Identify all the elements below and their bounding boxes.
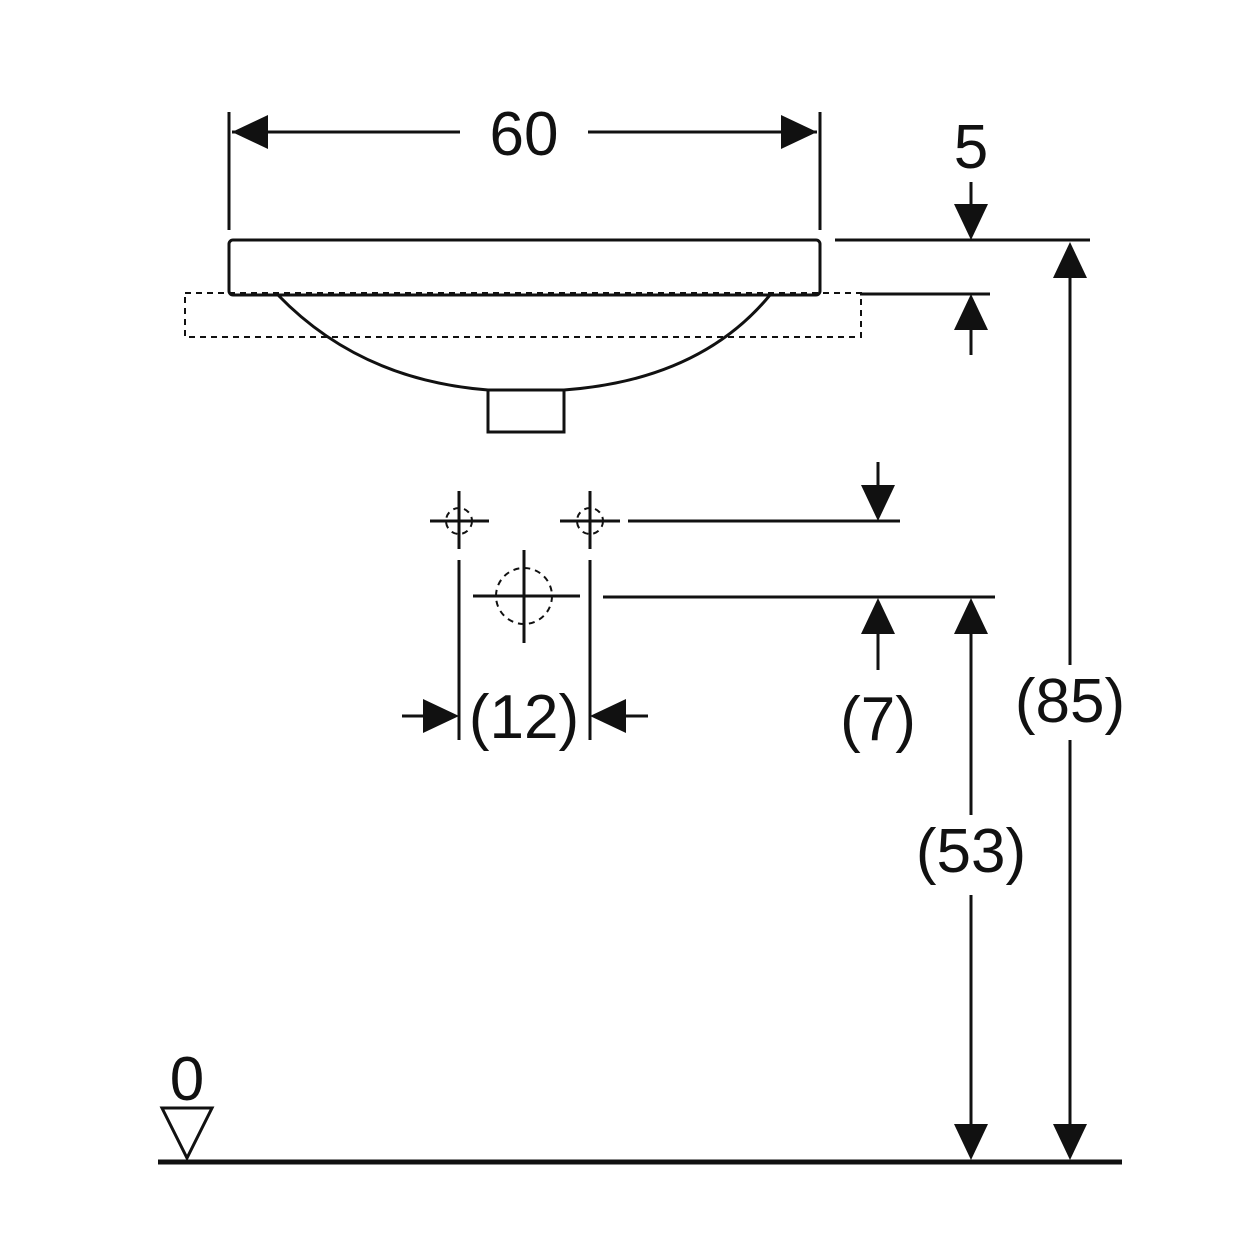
arrow-up	[954, 294, 988, 330]
basin-bowl	[276, 293, 772, 392]
arrow-down	[954, 204, 988, 240]
arrow-down	[1053, 1124, 1087, 1160]
width-label: 60	[490, 100, 559, 169]
arrow-up	[861, 598, 895, 634]
arrow-down	[954, 1124, 988, 1160]
tap-hole-right	[560, 491, 620, 549]
width-dimension: 60	[227, 100, 822, 230]
tap-spacing-dimension: (12)	[402, 560, 648, 752]
arrow-right	[781, 115, 817, 149]
tap-holes	[430, 491, 620, 643]
basin-outlet	[486, 390, 566, 434]
arrow-down	[861, 485, 895, 521]
drain-height-dimension: (53)	[916, 598, 1026, 1160]
arrow-up	[954, 598, 988, 634]
basin-rim	[227, 238, 822, 297]
level-triangle-icon	[159, 1106, 215, 1162]
countertop-outline	[184, 292, 862, 338]
arrow-right	[423, 699, 459, 733]
rim-height-dimension: 5	[835, 113, 990, 355]
arrow-up	[1053, 242, 1087, 278]
rim-height-label: 5	[954, 113, 988, 182]
arrow-left	[590, 699, 626, 733]
floor-level: 0	[158, 1045, 1122, 1165]
total-height-dimension: (85)	[990, 238, 1125, 1160]
tap-spacing-label: (12)	[469, 683, 579, 752]
total-height-label: (85)	[1015, 667, 1125, 736]
drain-hole	[473, 550, 580, 643]
floor-level-label: 0	[170, 1045, 204, 1114]
tap-offset-dimension: (7)	[603, 462, 995, 754]
basin	[184, 238, 862, 434]
tap-hole-left	[430, 491, 489, 549]
arrow-left	[232, 115, 268, 149]
tap-offset-label: (7)	[840, 685, 916, 754]
drain-height-label: (53)	[916, 817, 1026, 886]
